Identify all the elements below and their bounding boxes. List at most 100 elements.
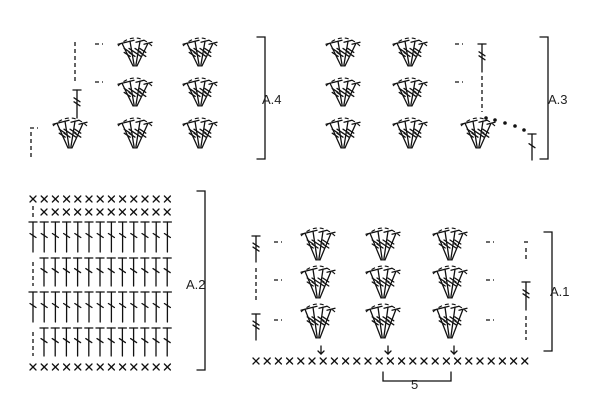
stitch-line <box>130 195 138 203</box>
stitch-line <box>208 41 218 45</box>
stitch-line <box>130 232 138 239</box>
stitch-line <box>311 239 319 245</box>
stitch-line <box>450 350 455 355</box>
stitch-line <box>438 277 446 283</box>
stitch-line <box>336 132 344 138</box>
stitch-line <box>347 132 355 138</box>
stitch-line <box>454 281 462 287</box>
stitch-line <box>330 357 339 365</box>
stitch-line <box>141 267 149 274</box>
stitch-line <box>118 267 127 274</box>
fan-of-trebles <box>325 77 361 107</box>
stitch-line <box>392 41 402 45</box>
stitch-line <box>409 132 417 138</box>
stitch-line <box>351 41 361 45</box>
stitch-line <box>460 121 470 125</box>
stitch-line <box>341 357 350 365</box>
stitch-line <box>252 246 260 252</box>
stitch-line <box>141 337 149 344</box>
stitch-line <box>342 91 350 98</box>
stitch-line <box>387 320 395 326</box>
stitch-line <box>382 243 390 249</box>
stitch-line <box>130 363 138 371</box>
stitch-line <box>365 307 375 311</box>
stitch-line <box>85 267 93 274</box>
single-crochet <box>252 357 260 365</box>
stitch-line <box>208 121 218 125</box>
treble-stitch <box>521 281 531 311</box>
double-crochet <box>162 257 172 287</box>
stitch-line <box>163 267 171 274</box>
double-crochet <box>117 257 128 287</box>
stitch-line <box>398 128 406 134</box>
stitch-line <box>139 51 147 58</box>
stitch-line <box>62 337 71 344</box>
single-crochet <box>141 195 149 203</box>
stitch-line <box>118 363 127 371</box>
stitch-line <box>319 308 332 339</box>
fan-of-trebles <box>117 117 153 149</box>
stitch-line <box>522 293 530 299</box>
stitch-line <box>400 39 410 43</box>
double-crochet <box>95 221 105 253</box>
fan-of-trebles <box>182 77 218 107</box>
chain-arc <box>392 117 428 127</box>
stitch-line <box>311 281 319 287</box>
stitch-line <box>336 128 344 134</box>
single-crochet <box>409 357 417 365</box>
stitch-line <box>387 281 395 287</box>
chain-arc <box>52 117 88 127</box>
stitch-line <box>382 239 390 245</box>
single-crochet <box>62 195 71 203</box>
bracket <box>543 231 553 352</box>
chain-arc <box>300 227 336 237</box>
double-crochet <box>106 221 117 253</box>
double-crochet <box>95 291 105 323</box>
stitch-line <box>118 302 127 309</box>
stitch-line <box>74 363 82 371</box>
single-crochet <box>29 363 37 371</box>
single-crochet <box>51 195 60 203</box>
stitch-line <box>143 81 153 85</box>
double-crochet <box>39 221 49 253</box>
stitch-line <box>387 239 395 245</box>
fan-of-trebles <box>117 77 153 107</box>
single-crochet <box>431 357 439 365</box>
stitch-line <box>73 101 81 107</box>
stitch-line <box>331 47 339 54</box>
stitch-line <box>141 363 149 371</box>
fan-of-trebles <box>117 37 153 67</box>
label-a4: A.4 <box>262 92 282 107</box>
fan-of-trebles <box>432 303 468 339</box>
single-crochet <box>107 208 115 216</box>
double-crochet <box>117 327 128 357</box>
stitch-line <box>331 128 339 134</box>
stitch-line <box>152 337 160 344</box>
arrow-down-icon <box>450 345 458 355</box>
stitch-line <box>311 320 319 326</box>
chain-arc <box>325 117 361 127</box>
stitch-line <box>403 91 411 98</box>
stitch-line <box>458 231 468 235</box>
stitch-line <box>62 208 71 216</box>
stitch-line <box>347 91 355 98</box>
single-crochet <box>397 357 406 365</box>
stitch-line <box>454 277 462 283</box>
single-crochet <box>96 195 104 203</box>
stitch-line <box>351 81 361 85</box>
single-crochet <box>163 363 172 371</box>
stitch-line <box>409 128 417 134</box>
stitch-line <box>322 316 330 322</box>
stitch-line <box>392 121 402 125</box>
double-crochet <box>151 291 161 323</box>
single-crochet <box>141 363 149 371</box>
double-crochet <box>73 291 83 323</box>
stitch-line <box>152 195 160 203</box>
stitch-line <box>96 267 104 274</box>
stitch-line <box>200 79 210 83</box>
single-crochet <box>107 195 116 203</box>
double-crochet <box>140 291 150 323</box>
repeat-bracket <box>382 371 452 382</box>
stitch-line <box>317 320 325 326</box>
single-crochet <box>85 195 93 203</box>
